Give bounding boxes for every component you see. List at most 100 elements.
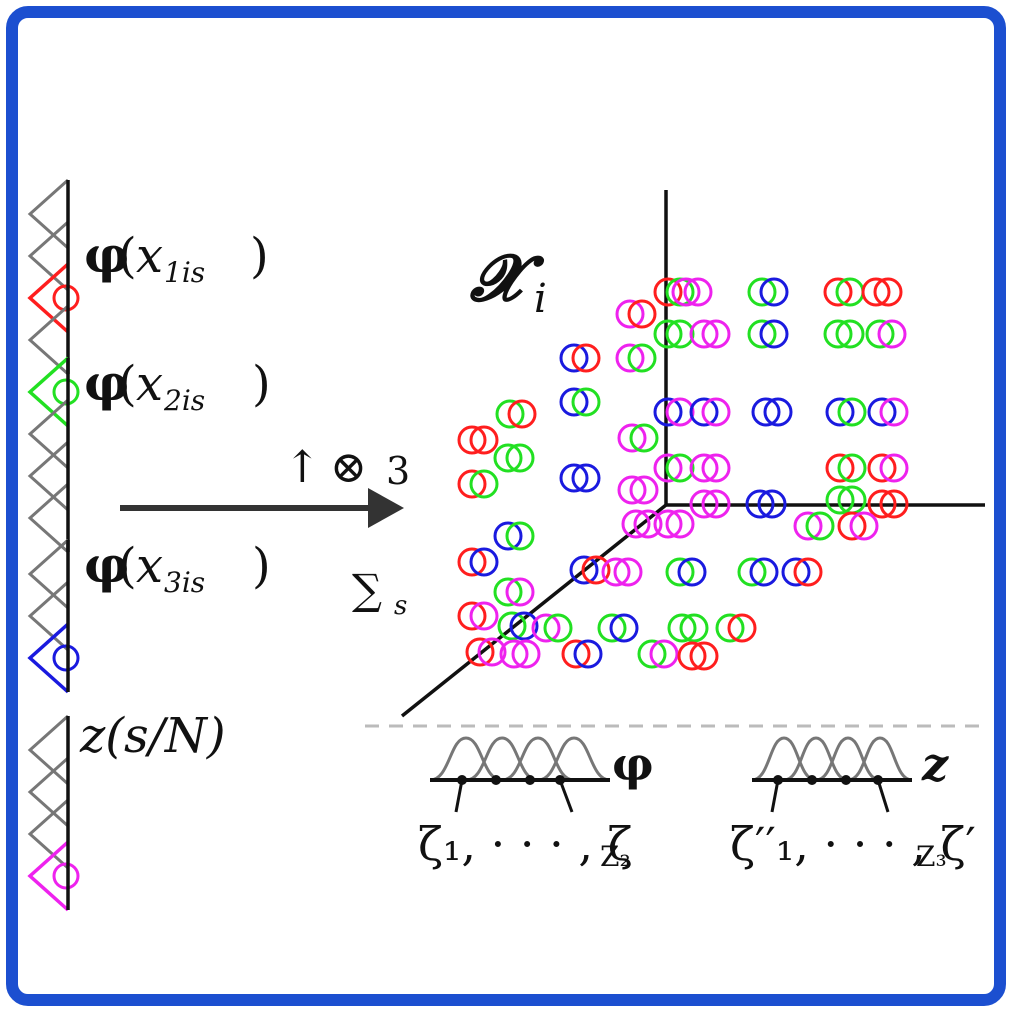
tensor-entry [457,547,499,577]
tensor-entry [559,343,601,373]
basis-bump [27,482,70,554]
tensor-entry [867,489,909,519]
basis-function-stacks [27,178,80,912]
svg-text:x: x [136,538,163,594]
svg-text:⊗: ⊗ [330,442,367,493]
tensor-entry [653,319,695,349]
tensor-entry [601,557,643,587]
tensor-entry [617,423,659,453]
tensor-entry [493,577,535,607]
active-basis-bump [27,840,70,912]
tensor-entry [615,299,657,329]
evaluation-point-marker [52,644,80,672]
svg-text:(: ( [118,356,137,412]
svg-text:s: s [394,591,407,621]
label-phi-x2: φ ( x 2is ) [84,353,271,417]
svg-text:3is: 3is [164,566,205,599]
tensor-entry [531,613,573,643]
basis-bump [429,736,503,782]
tensor-entry [689,489,731,519]
label-z: z(s/N) [79,708,226,764]
tensor-entry [667,613,709,643]
arrow [120,488,404,528]
tensor-entry [665,557,707,587]
z-knots [773,775,883,785]
tensor-entry [457,469,499,499]
svg-text:i: i [534,276,547,322]
tensor-entry [653,453,695,483]
svg-text:x: x [136,228,163,284]
tensor-entry [715,613,757,643]
svg-text:φ: φ [84,353,129,412]
basis-stack-x2 [27,356,80,554]
tensor-entry [493,521,535,551]
svg-text:3: 3 [386,449,410,493]
tensor-entry [689,397,731,427]
tensor-entry [825,397,867,427]
label-phi-x3: φ ( x 3is ) [84,535,271,599]
basis-bump [751,736,817,782]
basis-bump [27,756,70,828]
label-phi-x1: φ ( x 1is ) [84,225,269,289]
tensor-entry [559,387,601,417]
basis-bump [27,714,70,786]
basis-stack-x3 [27,538,80,694]
tensor-entry [569,555,611,585]
phi-basis-diagram: φ ζ₁, · · · , ζ Z₂ [418,736,654,873]
svg-text:1is: 1is [164,256,205,289]
tensor-entry [781,557,823,587]
tensor-entry [617,475,659,505]
knot-point [491,775,501,785]
phi-basis-bumps [429,736,611,782]
tensor-entry [825,453,867,483]
knot-point [807,775,817,785]
tensor-entry [457,601,499,631]
tensor-entry [637,639,679,669]
tensor-entry [653,509,695,539]
svg-text:∑: ∑ [352,565,382,614]
basis-bump [847,736,913,782]
tensor-entry [497,611,539,641]
z-knots-sub: Z₃ [916,840,947,873]
tensor-entry [861,277,903,307]
knot-point [525,775,535,785]
phi-knots-sub: Z₂ [600,840,631,873]
tensor-entry [745,489,787,519]
svg-text:2is: 2is [163,384,205,417]
tensor-entry [823,277,865,307]
svg-text:x: x [136,356,163,412]
tensor-entry [499,639,541,669]
svg-text:(: ( [118,538,137,594]
tensor-entry [597,613,639,643]
basis-bump [501,736,575,782]
basis-stack-x1 [27,178,80,376]
svg-text:(: ( [118,228,137,284]
tensor-entry [825,485,867,515]
z-knots-label: ζ′′₁, · · · , ζ′ [730,817,976,871]
tensor-entry [867,397,909,427]
tensor-entry [823,319,865,349]
tensor-entry [793,511,835,541]
evaluation-point-marker [52,378,80,406]
basis-bump [27,580,70,652]
phi-basis-name: φ [612,737,654,791]
tensor-entry [751,397,793,427]
basis-bump [27,538,70,610]
tensor-entry [677,641,719,671]
tensor-entry [495,399,537,429]
basis-bump [537,736,611,782]
tensor-entry [671,277,713,307]
sum-label: ∑ s [352,565,407,621]
active-basis-bump [27,356,70,428]
tensor-entry [689,453,731,483]
tensor-entry [559,463,601,493]
tensor-op-label: ↑ ⊗ 3 [284,442,410,493]
z-basis-diagram: z ζ′′₁, · · · , ζ′ Z₃ [730,736,976,873]
svg-text:↑: ↑ [284,442,321,493]
svg-text:φ: φ [84,225,129,284]
active-basis-bump [27,262,70,334]
basis-bump [27,304,70,376]
basis-bump [27,220,70,292]
tensor-entry [561,639,603,669]
tensor-entry [493,443,535,473]
